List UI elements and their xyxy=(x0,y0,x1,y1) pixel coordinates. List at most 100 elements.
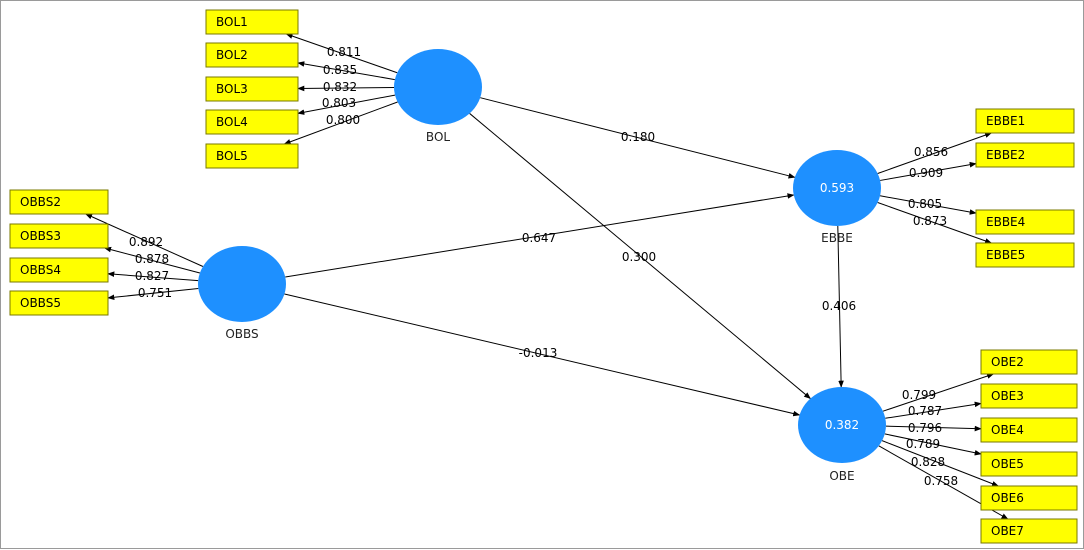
coefficient-layer: 0.1800.3000.647-0.0130.4060.8110.8350.83… xyxy=(129,45,958,488)
loading-arrow-ebbe2 xyxy=(880,161,977,181)
indicator-box xyxy=(975,142,1075,168)
indicator-label: EBBE1 xyxy=(986,114,1025,128)
indicator-box xyxy=(9,257,109,283)
indicator-ebbe2[interactable]: EBBE2 xyxy=(975,142,1075,168)
indicator-label: BOL5 xyxy=(216,149,248,163)
loading-arrow-obe5 xyxy=(884,433,982,456)
indicator-box xyxy=(9,223,109,249)
indicator-bol4[interactable]: BOL4 xyxy=(205,109,299,135)
indicator-ebbe1[interactable]: EBBE1 xyxy=(975,108,1075,134)
construct-obbs[interactable]: OBBS xyxy=(198,246,286,341)
indicator-bol3[interactable]: BOL3 xyxy=(205,76,299,102)
path-arrow-bol-ebbe xyxy=(480,97,796,179)
indicator-box xyxy=(205,76,299,102)
path-arrow-ebbe-obe xyxy=(837,225,844,388)
indicator-obbs5[interactable]: OBBS5 xyxy=(9,290,109,316)
indicator-label: OBBS3 xyxy=(20,229,61,243)
construct-bol[interactable]: BOL xyxy=(394,49,482,144)
loading-value-obe5: 0.789 xyxy=(906,437,940,451)
indicator-label: BOL1 xyxy=(216,15,248,29)
indicator-obe2[interactable]: OBE2 xyxy=(980,349,1078,375)
loading-arrow-ebbe1 xyxy=(877,132,992,174)
path-coefficient-ebbe-obe: 0.406 xyxy=(822,299,856,313)
indicator-label: OBE4 xyxy=(991,423,1024,437)
indicator-obe4[interactable]: OBE4 xyxy=(980,417,1078,443)
loading-arrow-obe4 xyxy=(885,425,982,432)
indicator-box xyxy=(980,451,1078,477)
loading-value-ebbe5: 0.873 xyxy=(913,214,947,228)
indicator-ebbe4[interactable]: EBBE4 xyxy=(975,209,1075,235)
indicator-box xyxy=(975,108,1075,134)
indicator-bol5[interactable]: BOL5 xyxy=(205,143,299,169)
loading-arrow-bol5 xyxy=(283,101,398,145)
loading-arrow-obbs4 xyxy=(107,271,199,282)
indicator-box xyxy=(980,349,1078,375)
path-arrow-obbs-obe xyxy=(284,293,801,417)
indicator-bol2[interactable]: BOL2 xyxy=(205,42,299,68)
indicator-label: OBBS2 xyxy=(20,195,61,209)
indicator-box xyxy=(980,417,1078,443)
indicator-box xyxy=(975,242,1075,268)
indicator-label: OBE2 xyxy=(991,355,1024,369)
loading-arrow-obbs5 xyxy=(107,288,199,301)
indicator-obbs4[interactable]: OBBS4 xyxy=(9,257,109,283)
loading-arrow-bol3 xyxy=(297,85,395,92)
indicator-bol1[interactable]: BOL1 xyxy=(205,9,299,35)
loading-arrow-obbs2 xyxy=(85,213,204,267)
loading-arrow-obe3 xyxy=(885,401,982,419)
indicator-box xyxy=(980,518,1078,544)
loading-value-bol1: 0.811 xyxy=(327,45,361,59)
loading-arrow-ebbe5 xyxy=(877,202,992,244)
indicator-ebbe5[interactable]: EBBE5 xyxy=(975,242,1075,268)
construct-circle xyxy=(198,246,286,322)
loading-value-bol2: 0.835 xyxy=(323,63,357,77)
indicator-label: OBBS5 xyxy=(20,296,61,310)
indicator-box xyxy=(205,109,299,135)
loading-value-bol5: 0.800 xyxy=(326,113,360,127)
indicator-obe5[interactable]: OBE5 xyxy=(980,451,1078,477)
path-coefficient-bol-obe: 0.300 xyxy=(622,250,656,264)
indicator-label: BOL3 xyxy=(216,82,248,96)
loading-arrow-obe6 xyxy=(881,440,999,487)
indicator-obe3[interactable]: OBE3 xyxy=(980,383,1078,409)
construct-label: EBBE xyxy=(821,231,853,245)
indicator-box xyxy=(9,189,109,215)
path-arrow-obbs-ebbe xyxy=(285,193,795,278)
path-coefficient-obbs-obe: -0.013 xyxy=(519,346,558,360)
loading-arrow-ebbe4 xyxy=(879,195,977,215)
loading-value-bol3: 0.832 xyxy=(323,80,357,94)
loading-value-bol4: 0.803 xyxy=(322,96,356,110)
indicator-obbs2[interactable]: OBBS2 xyxy=(9,189,109,215)
indicator-label: EBBE4 xyxy=(986,215,1025,229)
indicator-box xyxy=(975,209,1075,235)
indicator-obe7[interactable]: OBE7 xyxy=(980,518,1078,544)
indicator-box xyxy=(980,383,1078,409)
construct-circle xyxy=(793,150,881,226)
construct-label: BOL xyxy=(426,130,450,144)
loading-arrow-bol4 xyxy=(297,94,396,115)
path-coefficient-bol-ebbe: 0.180 xyxy=(621,130,655,144)
path-arrow-bol-obe xyxy=(469,113,811,400)
construct-r2: 0.593 xyxy=(820,181,854,195)
loading-arrow-obbs3 xyxy=(104,246,201,274)
loading-value-obbs2: 0.892 xyxy=(129,235,163,249)
loading-value-obbs5: 0.751 xyxy=(138,286,172,300)
loading-value-obe7: 0.758 xyxy=(924,474,958,488)
indicator-obe6[interactable]: OBE6 xyxy=(980,485,1078,511)
loading-value-obe4: 0.796 xyxy=(908,421,942,435)
indicator-label: OBE7 xyxy=(991,524,1024,538)
indicator-label: OBE5 xyxy=(991,457,1024,471)
indicator-obbs3[interactable]: OBBS3 xyxy=(9,223,109,249)
indicator-layer: BOL1BOL2BOL3BOL4BOL5OBBS2OBBS3OBBS4OBBS5… xyxy=(9,9,1078,544)
loading-arrow-bol1 xyxy=(285,33,398,74)
loading-value-ebbe1: 0.856 xyxy=(914,145,948,159)
indicator-box xyxy=(205,9,299,35)
indicator-label: OBBS4 xyxy=(20,263,61,277)
construct-r2: 0.382 xyxy=(825,418,859,432)
loading-arrow-bol2 xyxy=(297,61,395,81)
loading-value-obe6: 0.828 xyxy=(911,455,945,469)
